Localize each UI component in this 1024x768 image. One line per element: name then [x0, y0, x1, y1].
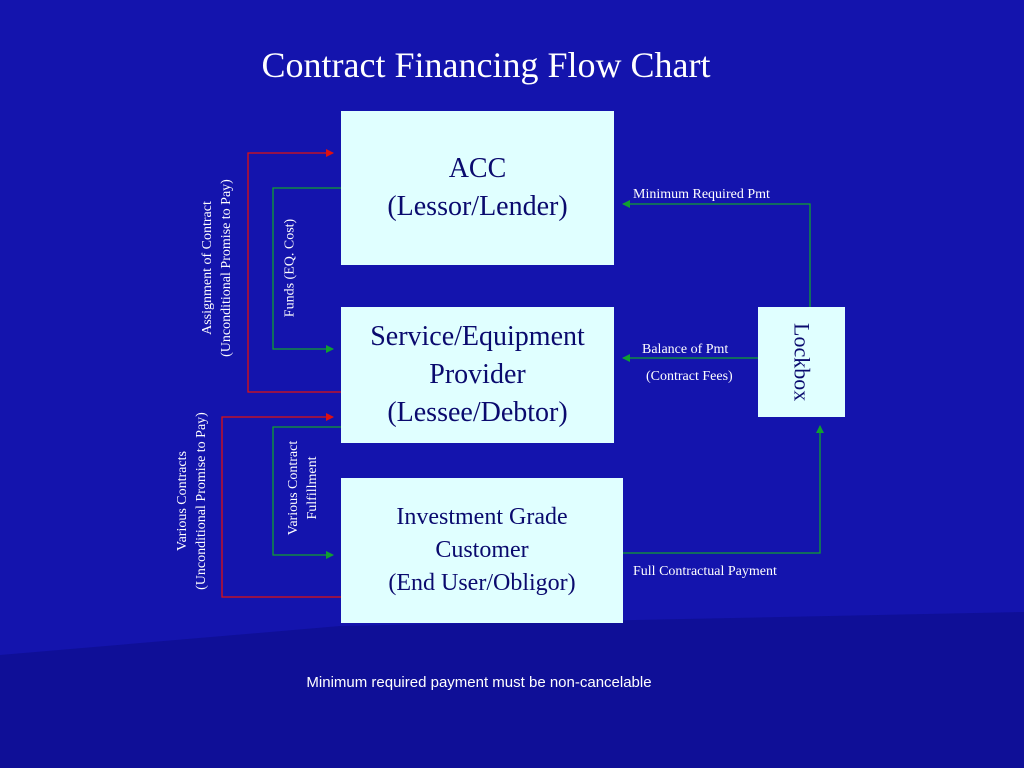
fulfillment-label-line2: Fulfillment [305, 456, 320, 520]
full-contractual-payment-label: Full Contractual Payment [633, 564, 777, 579]
various-contracts-label: Various Contracts (Unconditional Promise… [173, 412, 211, 590]
page-title: Contract Financing Flow Chart [261, 45, 711, 85]
lockbox-label: Lockbox [789, 322, 815, 402]
service-provider-box: Service/Equipment Provider (Lessee/Debto… [341, 307, 614, 443]
customer-line3: (End User/Obligor) [388, 570, 576, 596]
various-contracts-arrow [221, 413, 341, 598]
full-payment-arrow [623, 425, 824, 554]
funds-label-text: Funds (EQ. Cost) [282, 218, 298, 318]
various-contracts-label-line1: Various Contracts [175, 451, 190, 551]
fulfillment-label-line1: Various Contract [286, 440, 301, 536]
funds-label: Funds (EQ. Cost) [281, 219, 300, 317]
acc-box: ACC (Lessor/Lender) [341, 111, 614, 265]
min-required-arrow [622, 200, 811, 307]
fulfillment-label: Various Contract Fulfillment [284, 441, 322, 535]
min-required-pmt-label: Minimum Required Pmt [633, 187, 770, 202]
acc-subtitle: (Lessor/Lender) [387, 191, 568, 222]
assignment-label-line1: Assignment of Contract [200, 201, 215, 335]
footnote: Minimum required payment must be non-can… [306, 674, 652, 691]
service-provider-line3: (Lessee/Debtor) [387, 397, 568, 428]
assignment-label: Assignment of Contract (Unconditional Pr… [198, 179, 236, 357]
fulfillment-arrow [272, 426, 341, 559]
service-provider-line2: Provider [429, 359, 526, 390]
customer-line2: Customer [435, 537, 529, 563]
funds-arrow [272, 187, 341, 353]
balance-of-pmt-label: Balance of Pmt [642, 342, 729, 357]
assignment-label-line2: (Unconditional Promise to Pay) [219, 179, 234, 357]
various-contracts-label-line2: (Unconditional Promise to Pay) [194, 412, 209, 590]
contract-fees-label: (Contract Fees) [646, 369, 733, 384]
service-provider-line1: Service/Equipment [370, 321, 585, 352]
assignment-arrow [247, 149, 341, 393]
customer-line1: Investment Grade [396, 504, 568, 530]
lockbox-box: Lockbox [758, 307, 845, 417]
acc-title: ACC [448, 153, 507, 184]
customer-box: Investment Grade Customer (End User/Obli… [341, 478, 623, 623]
